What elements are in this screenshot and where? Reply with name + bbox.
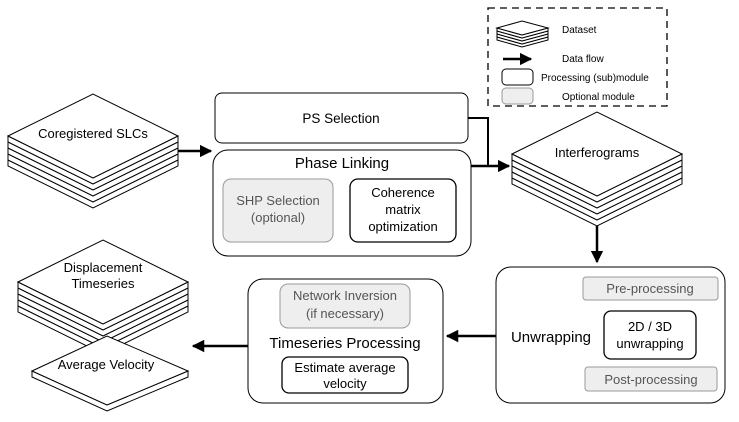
connector-ps-selection <box>468 117 489 166</box>
legend-module-label: Processing (sub)module <box>541 73 649 84</box>
legend: Dataset Data flow Processing (sub)module… <box>487 7 668 107</box>
submodule-shp-selection[interactable]: SHP Selection (optional) <box>222 178 334 243</box>
estimate-velocity-label-line2: velocity <box>323 376 367 391</box>
dataset-displacement-timeseries: Displacement Timeseries <box>16 239 190 355</box>
coherence-label-line2: matrix <box>385 202 421 217</box>
shp-selection-label-line1: SHP Selection <box>236 193 320 208</box>
phase-linking-label: Phase Linking <box>295 155 389 172</box>
submodule-network-inversion[interactable]: Network Inversion (if necessary) <box>279 283 411 329</box>
pre-processing-label: Pre-processing <box>606 281 693 296</box>
dataset-interferograms: Interferograms <box>510 111 684 227</box>
network-inversion-label-line2: (if necessary) <box>306 306 384 321</box>
submodule-coherence-optimization[interactable]: Coherence matrix optimization <box>349 178 457 243</box>
legend-data-flow-label: Data flow <box>562 54 604 65</box>
submodule-2d3d-unwrapping[interactable]: 2D / 3D unwrapping <box>603 310 697 360</box>
legend-optional-icon <box>501 87 534 105</box>
post-processing-label: Post-processing <box>604 372 697 387</box>
timeseries-processing-label: Timeseries Processing <box>269 335 420 352</box>
average-velocity-label: Average Velocity <box>58 357 155 372</box>
estimate-velocity-label-line1: Estimate average <box>294 360 395 375</box>
legend-optional-label: Optional module <box>562 92 635 103</box>
data-flow-arrows <box>178 117 604 353</box>
module-ps-selection[interactable]: PS Selection <box>214 92 469 144</box>
interferograms-label: Interferograms <box>555 145 640 160</box>
unwrapping-label: Unwrapping <box>511 329 591 346</box>
displacement-label-line2: Timeseries <box>71 276 135 291</box>
submodule-estimate-velocity[interactable]: Estimate average velocity <box>281 356 409 394</box>
dataset-coregistered-slcs: Coregistered SLCs <box>6 93 180 209</box>
displacement-label-line1: Displacement <box>64 260 143 275</box>
unwrap-2d3d-label-line2: unwrapping <box>616 336 683 351</box>
legend-module-icon <box>501 68 534 86</box>
shp-selection-label-line2: (optional) <box>251 210 305 225</box>
submodule-post-processing[interactable]: Post-processing <box>584 366 718 392</box>
dataset-average-velocity: Average Velocity <box>30 335 190 412</box>
legend-dataset-label: Dataset <box>562 25 597 36</box>
network-inversion-label-line1: Network Inversion <box>293 288 397 303</box>
unwrap-2d3d-label-line1: 2D / 3D <box>628 319 672 334</box>
ps-selection-label: PS Selection <box>302 111 379 126</box>
coherence-label-line3: optimization <box>368 219 437 234</box>
submodule-pre-processing[interactable]: Pre-processing <box>582 276 719 301</box>
coregistered-slcs-label: Coregistered SLCs <box>38 126 148 141</box>
module-timeseries-processing[interactable]: Network Inversion (if necessary) Timeser… <box>247 278 444 404</box>
module-unwrapping[interactable]: Unwrapping Pre-processing 2D / 3D unwrap… <box>495 266 726 404</box>
legend-dataset-icon <box>495 20 550 48</box>
coherence-label-line1: Coherence <box>371 185 435 200</box>
module-phase-linking[interactable]: Phase Linking SHP Selection (optional) C… <box>212 149 472 257</box>
